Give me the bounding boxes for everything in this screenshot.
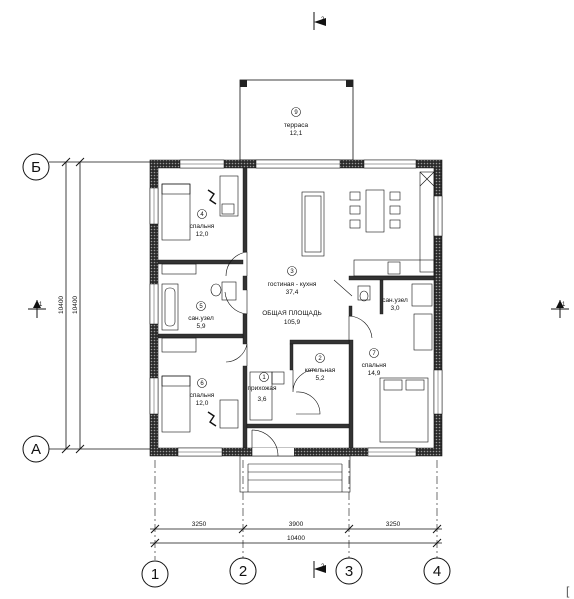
- room-hall-number: 1: [262, 375, 266, 381]
- exterior-walls: [149, 159, 443, 457]
- horizontal-dimensions: 3250 3900 3250 10400: [150, 521, 442, 548]
- room-hall-area: 3,6: [257, 396, 266, 403]
- room-living-area: 37,4: [286, 289, 299, 296]
- room-living-name: гостиная - кухня: [268, 281, 317, 288]
- room-bath-left-name: сан.узел: [188, 315, 214, 322]
- room-label-hall: 1 прихожая 3,6: [248, 372, 277, 403]
- room-bath-left-number: 5: [199, 304, 203, 310]
- room-bath-right-area: 3,0: [390, 305, 399, 312]
- axis-row-bottom: А: [22, 435, 150, 463]
- section-mark-right-label: 1: [562, 302, 566, 308]
- room-label-living: 3 гостиная - кухня 37,4: [268, 266, 317, 296]
- room-label-bath-left: 5 сан.узел 5,9: [188, 301, 214, 330]
- room-bedroom-right-name: спальня: [362, 362, 387, 369]
- room-label-bedroom-right: 7 спальня 14,9: [362, 348, 387, 377]
- room-boiler-area: 5,2: [315, 375, 324, 382]
- axis-row-top-label: Б: [31, 159, 41, 176]
- section-mark-bottom-label: 2: [321, 564, 325, 570]
- room-label-bedroom-bottom: 6 спальня 12,0: [190, 378, 215, 407]
- furniture: [161, 171, 435, 443]
- dim-height-inner: 10400: [72, 296, 79, 314]
- room-bedroom-right-number: 7: [372, 351, 376, 357]
- room-bedroom-top-number: 4: [200, 212, 204, 218]
- room-hall-name: прихожая: [248, 385, 277, 392]
- dim-bay-1: 3250: [192, 521, 207, 528]
- total-area-value: 105,9: [284, 319, 301, 326]
- section-mark-right: 1: [551, 300, 569, 318]
- doors: [224, 251, 373, 457]
- terrace: [239, 79, 354, 161]
- section-mark-bottom: 2: [313, 561, 326, 578]
- section-mark-top: 2: [313, 12, 326, 30]
- entrance-steps: [239, 455, 351, 493]
- dim-bay-3: 3250: [386, 521, 401, 528]
- total-area: ОБЩАЯ ПЛОЩАДЬ 105,9: [262, 310, 322, 326]
- corner-mark: [: [566, 584, 570, 598]
- axis-col-2-label: 2: [239, 563, 247, 580]
- dim-height-outer: 10400: [58, 296, 65, 314]
- room-label-bath-right: сан.узел 3,0: [382, 297, 408, 312]
- room-terrace-area: 12,1: [290, 130, 303, 137]
- section-mark-left-label: 1: [39, 302, 43, 308]
- column-axes: 1 2 3 4: [141, 460, 451, 588]
- section-mark-left: 1: [28, 300, 46, 318]
- axis-col-3-label: 3: [345, 563, 353, 580]
- section-mark-top-label: 2: [321, 17, 325, 23]
- room-bedroom-top-area: 12,0: [196, 231, 209, 238]
- axis-col-1-label: 1: [151, 566, 159, 583]
- interior-walls: [157, 167, 435, 449]
- room-terrace-name: терраса: [284, 122, 309, 129]
- room-bedroom-bottom-area: 12,0: [196, 400, 209, 407]
- room-bedroom-bottom-name: спальня: [190, 392, 215, 399]
- room-living-number: 3: [290, 269, 294, 275]
- room-label-terrace: 9 терраса 12,1: [284, 110, 309, 137]
- dim-overall-width: 10400: [287, 535, 305, 542]
- axis-row-bottom-label: А: [31, 441, 41, 458]
- room-bedroom-right-area: 14,9: [368, 370, 381, 377]
- room-label-bedroom-top: 4 спальня 12,0: [190, 209, 215, 238]
- vertical-dimensions: 10400 10400: [58, 157, 85, 454]
- room-bedroom-top-name: спальня: [190, 223, 215, 230]
- room-bedroom-bottom-number: 6: [200, 381, 204, 387]
- room-label-boiler: 2 котельная 5,2: [305, 353, 336, 382]
- room-boiler-number: 2: [318, 356, 322, 362]
- room-terrace-number: 9: [294, 110, 298, 116]
- axis-row-top: Б: [22, 153, 150, 181]
- total-area-label: ОБЩАЯ ПЛОЩАДЬ: [262, 310, 322, 317]
- room-boiler-name: котельная: [305, 367, 336, 374]
- dim-bay-2: 3900: [289, 521, 304, 528]
- room-bath-left-area: 5,9: [196, 323, 205, 330]
- room-bath-right-name: сан.узел: [382, 297, 408, 304]
- axis-col-4-label: 4: [433, 563, 441, 580]
